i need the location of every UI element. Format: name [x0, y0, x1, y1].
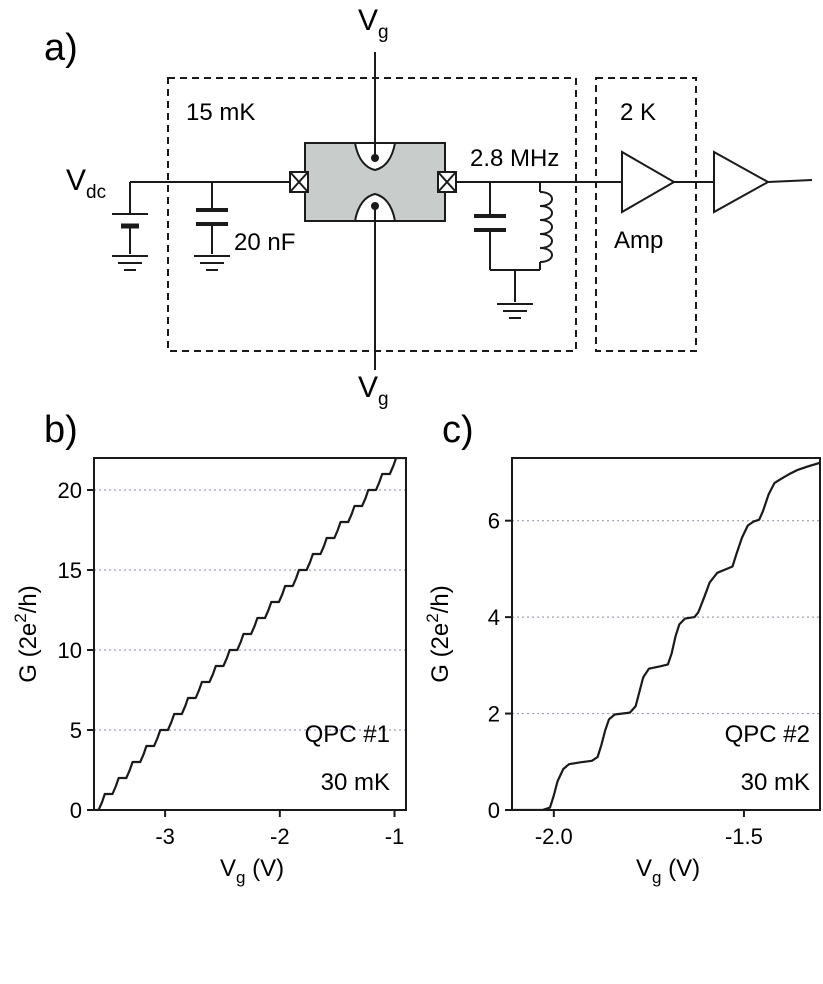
annotation-label: 30 mK [741, 769, 810, 796]
panel-label-b: b) [44, 409, 78, 451]
temp-15mk-label: 15 mK [186, 99, 255, 126]
conductance-trace [512, 461, 820, 810]
y-axis-title: G (2e2/h) [11, 585, 42, 683]
y-tick-label: 6 [488, 509, 500, 534]
y-tick-label: 10 [58, 638, 82, 663]
inductor-coil [539, 182, 553, 270]
plot-frame [93, 457, 407, 811]
y-tick-label: 0 [70, 798, 82, 823]
y-axis-title: G (2e2/h) [423, 585, 454, 683]
ohmic-contact-left [289, 171, 309, 193]
ground-icon [194, 255, 230, 271]
tank-capacitor [474, 182, 540, 302]
battery-symbol [112, 182, 148, 254]
y-tick-label: 2 [488, 702, 500, 727]
y-tick-label: 5 [70, 718, 82, 743]
ground-icon [497, 303, 533, 319]
gate-contact-top [371, 154, 379, 162]
amplifier-2-icon [713, 150, 771, 214]
vg-bottom-label: Vg [358, 371, 389, 410]
amp-stage-box [595, 77, 697, 352]
amp-label: Amp [614, 227, 663, 254]
panel-label-a: a) [44, 27, 78, 69]
vdc-label: Vdc [66, 164, 106, 203]
ohmic-contact-right [437, 171, 457, 193]
conductance-trace [94, 458, 406, 810]
wire-output [767, 179, 813, 183]
capacitance-label: 20 nF [234, 229, 295, 256]
annotation-label: QPC #1 [305, 721, 390, 748]
x-tick-label: -2 [270, 824, 290, 849]
x-axis-title: Vg (V) [220, 855, 284, 887]
y-tick-label: 4 [488, 605, 500, 630]
y-tick-label: 20 [58, 478, 82, 503]
amplifier-1-icon [621, 150, 677, 214]
frequency-label: 2.8 MHz [470, 145, 559, 172]
gate-contact-bottom [371, 202, 379, 210]
temp-2k-label: 2 K [620, 99, 656, 126]
chart-b: 0 5 10 15 20 -3 -2 -1 Vg (V) G (2e2/h) QPC #1 30 mK [11, 457, 407, 887]
y-tick-label: 15 [58, 558, 82, 583]
annotation-label: QPC #2 [725, 721, 810, 748]
ground-icon [112, 255, 148, 271]
capacitor-20nf [196, 182, 228, 254]
y-tick-label: 0 [488, 798, 500, 823]
plot-frame [511, 457, 821, 811]
cold-stage-box [167, 77, 577, 352]
annotation-label: 30 mK [321, 769, 390, 796]
x-tick-label: -1 [385, 824, 405, 849]
chart-c: 0 2 4 6 -2.0 -1.5 Vg (V) G (2e2/h) QPC #2 30 mK [423, 457, 821, 887]
x-tick-label: -2.0 [535, 824, 573, 849]
vg-top-label: Vg [358, 4, 389, 43]
x-tick-label: -1.5 [725, 824, 763, 849]
panel-label-c: c) [442, 409, 474, 451]
x-axis-title: Vg (V) [636, 855, 700, 887]
x-tick-label: -3 [155, 824, 175, 849]
